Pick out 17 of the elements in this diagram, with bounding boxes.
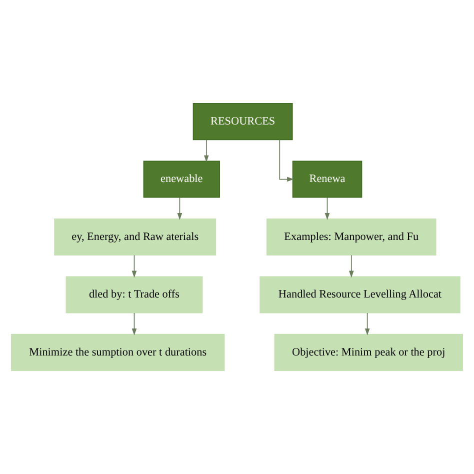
node-box: Handled Resource Levelling Allocat xyxy=(260,276,460,314)
arrow xyxy=(132,254,137,278)
node-box: Objective: Minim peak or the proj xyxy=(274,334,463,371)
arrow xyxy=(348,254,354,278)
node-box: dled by: t Trade offs xyxy=(66,276,203,314)
node-box: Examples: Manpower, and Fu xyxy=(266,218,436,256)
node-box: RESOURCES xyxy=(192,103,293,140)
node-box: Minimize the sumption over t durations xyxy=(11,334,225,371)
node-box: enewable xyxy=(143,160,220,198)
arrow xyxy=(177,197,182,220)
arrow xyxy=(364,312,370,336)
arrow xyxy=(204,139,209,162)
node-box: ey, Energy, and Raw aterials xyxy=(54,218,216,256)
node-box: Renewa xyxy=(292,160,362,198)
arrow xyxy=(324,197,330,220)
arrow xyxy=(132,312,137,336)
arrow xyxy=(279,139,294,182)
